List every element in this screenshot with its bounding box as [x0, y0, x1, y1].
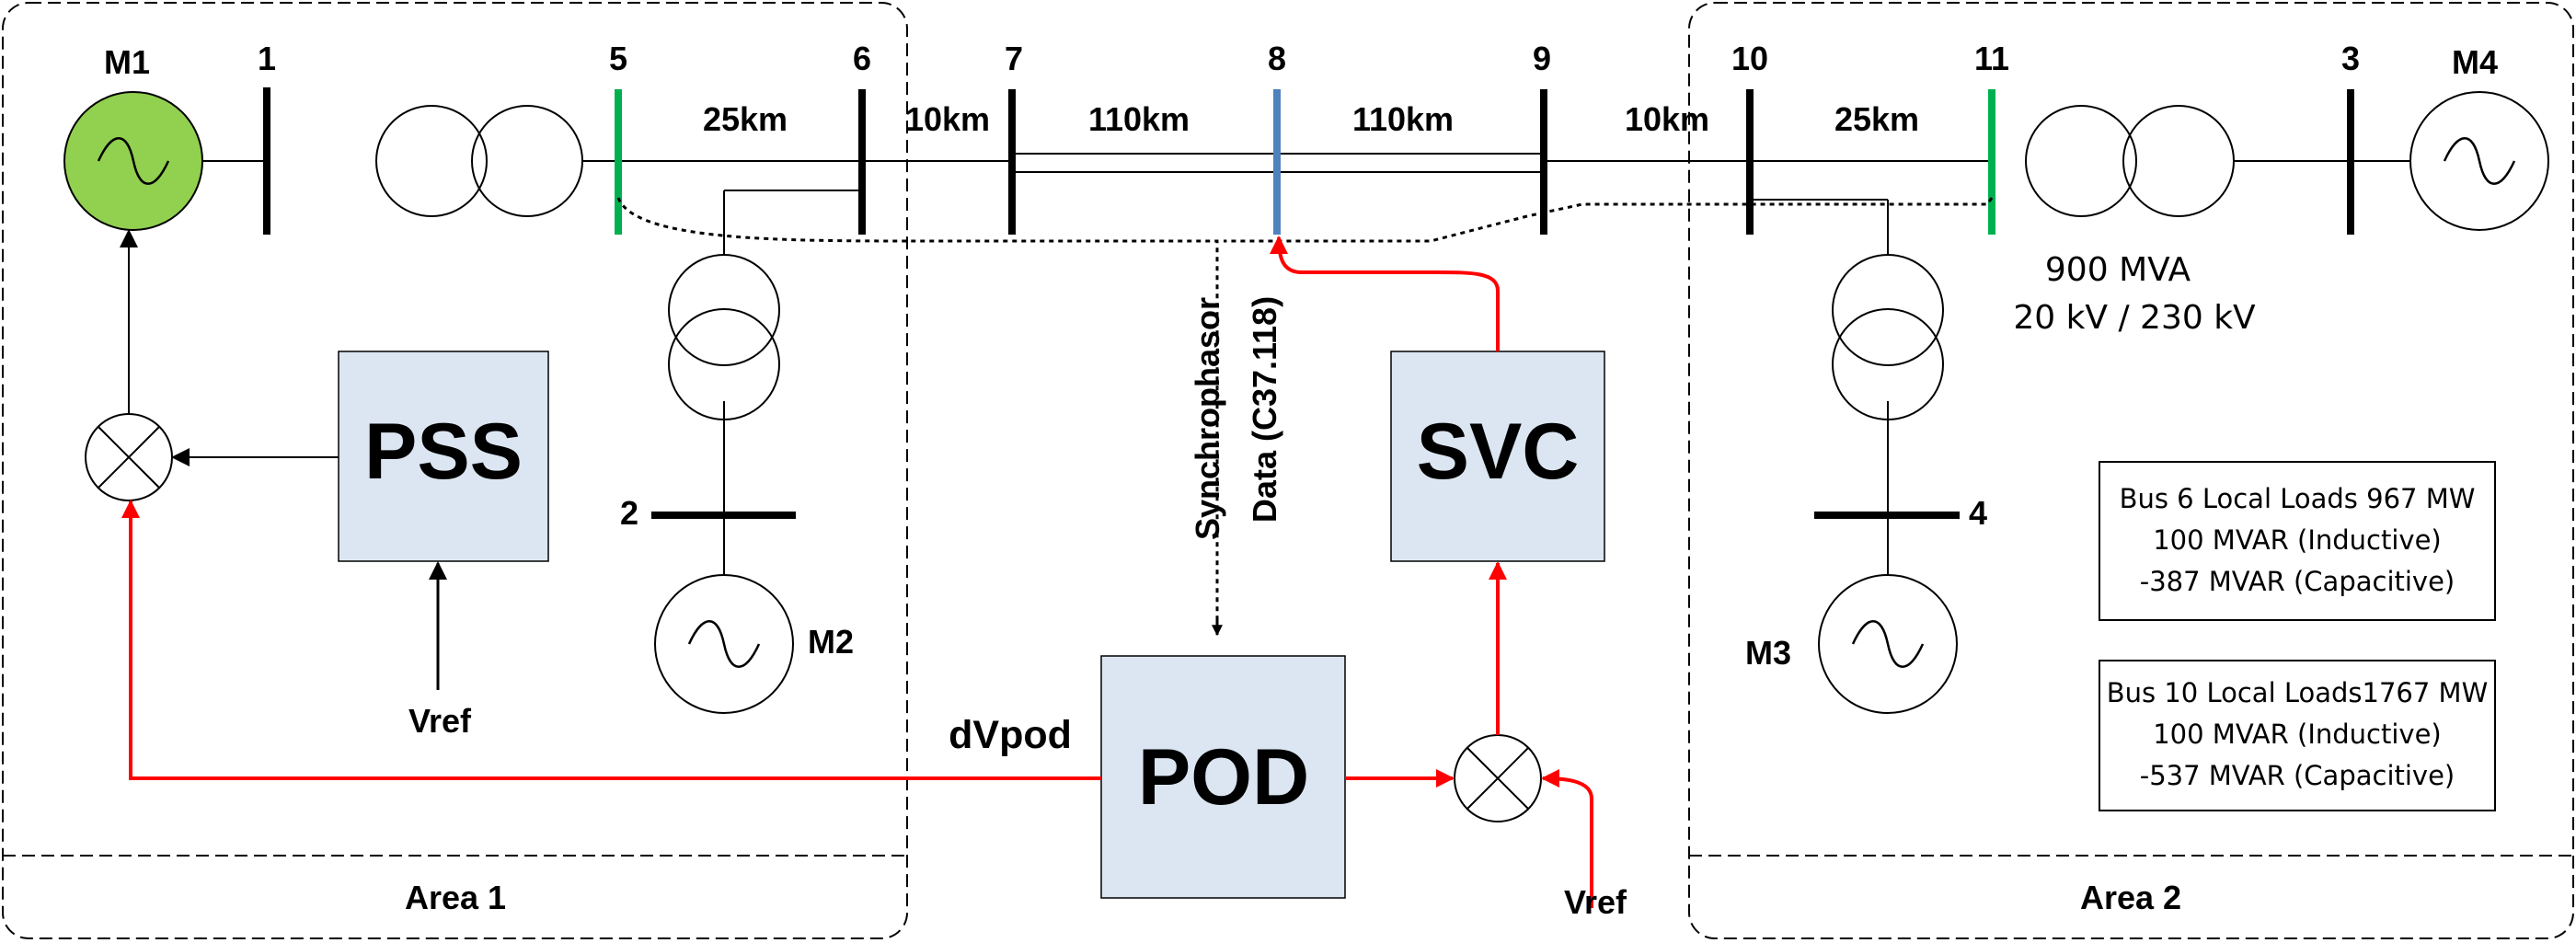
area-1-label: Area 1: [405, 879, 506, 916]
generator-m3-label: M3: [1745, 634, 1791, 672]
sine-icon: [1851, 620, 1925, 668]
control-arrows-black: [120, 229, 447, 690]
bus-bars: [263, 87, 2354, 519]
bus10-load-line2: 100 MVAR (Inductive): [2153, 719, 2442, 750]
control-signals-red: [121, 236, 1593, 908]
vref-pss-label: Vref: [408, 702, 472, 740]
transformer-t1-icon: [375, 105, 583, 217]
bus-7-label: 7: [1005, 40, 1023, 77]
pod-block: POD: [1100, 655, 1346, 899]
line-9-10-length: 10km: [1625, 100, 1709, 138]
bus-2-label: 2: [620, 494, 638, 532]
bus10-load-line1: Bus 10 Local Loads1767 MW: [2107, 677, 2489, 708]
bus-1-label: 1: [258, 40, 276, 77]
pod-label: POD: [1138, 733, 1309, 822]
line-7-8-length: 110km: [1088, 100, 1190, 138]
line-8-9-length: 110km: [1352, 100, 1454, 138]
generator-m2-label: M2: [808, 623, 854, 661]
bus6-load-line3: -387 MVAR (Capacitive): [2140, 566, 2455, 597]
bus10-load-box: Bus 10 Local Loads1767 MW 100 MVAR (Indu…: [2099, 660, 2496, 811]
bus-11-label: 11: [1974, 40, 2009, 77]
line-6-7-length: 10km: [905, 100, 990, 138]
bus6-load-line2: 100 MVAR (Inductive): [2153, 524, 2442, 556]
bus-8-label: 8: [1268, 40, 1286, 77]
sine-icon: [97, 137, 170, 185]
vref-svc-label: Vref: [1564, 883, 1627, 921]
line-10-11-length: 25km: [1834, 100, 1919, 138]
generator-m3: [1818, 574, 1958, 714]
generator-m2: [654, 574, 794, 714]
transformer-t2-icon: [668, 254, 780, 420]
svc-label: SVC: [1417, 408, 1580, 496]
bus-6-label: 6: [853, 40, 871, 77]
area-2-region: [1688, 2, 2574, 939]
line-5-6-length: 25km: [703, 100, 788, 138]
pss-block: PSS: [338, 351, 549, 562]
area-1-region: [2, 2, 908, 939]
generator-m4-label: M4: [2452, 43, 2498, 81]
bus-10-label: 10: [1731, 40, 1768, 77]
bus10-load-line3: -537 MVAR (Capacitive): [2140, 760, 2455, 791]
sine-icon: [687, 620, 761, 668]
synchrophasor-label-line2: Data (C37.118): [1246, 296, 1283, 523]
sine-icon: [2443, 137, 2516, 185]
svc-block: SVC: [1390, 351, 1605, 562]
transformer-t3-icon: [2025, 105, 2235, 217]
bus-3-label: 3: [2341, 40, 2360, 77]
area-2-label: Area 2: [2080, 879, 2181, 916]
summing-junction-pss: [85, 413, 173, 501]
dvpod-label: dVpod: [949, 713, 1072, 757]
generator-m1: [63, 91, 203, 231]
generator-m4: [2409, 91, 2549, 231]
transformer-t4-icon: [1832, 254, 1944, 420]
bus-5-label: 5: [609, 40, 627, 77]
transformer-rating-power: 900 MVA: [2045, 251, 2191, 289]
summing-junction-svc: [1454, 734, 1542, 822]
synchrophasor-link: [616, 197, 1994, 635]
generator-m1-label: M1: [104, 43, 150, 81]
bus-4-label: 4: [1969, 494, 1987, 532]
bus6-load-line1: Bus 6 Local Loads 967 MW: [2120, 483, 2476, 514]
synchrophasor-label-line1: Synchrophasor: [1189, 297, 1226, 540]
transformer-rating-voltage: 20 kV / 230 kV: [2013, 299, 2256, 337]
bus-9-label: 9: [1533, 40, 1551, 77]
pss-label: PSS: [364, 408, 523, 496]
bus6-load-box: Bus 6 Local Loads 967 MW 100 MVAR (Induc…: [2099, 461, 2496, 621]
